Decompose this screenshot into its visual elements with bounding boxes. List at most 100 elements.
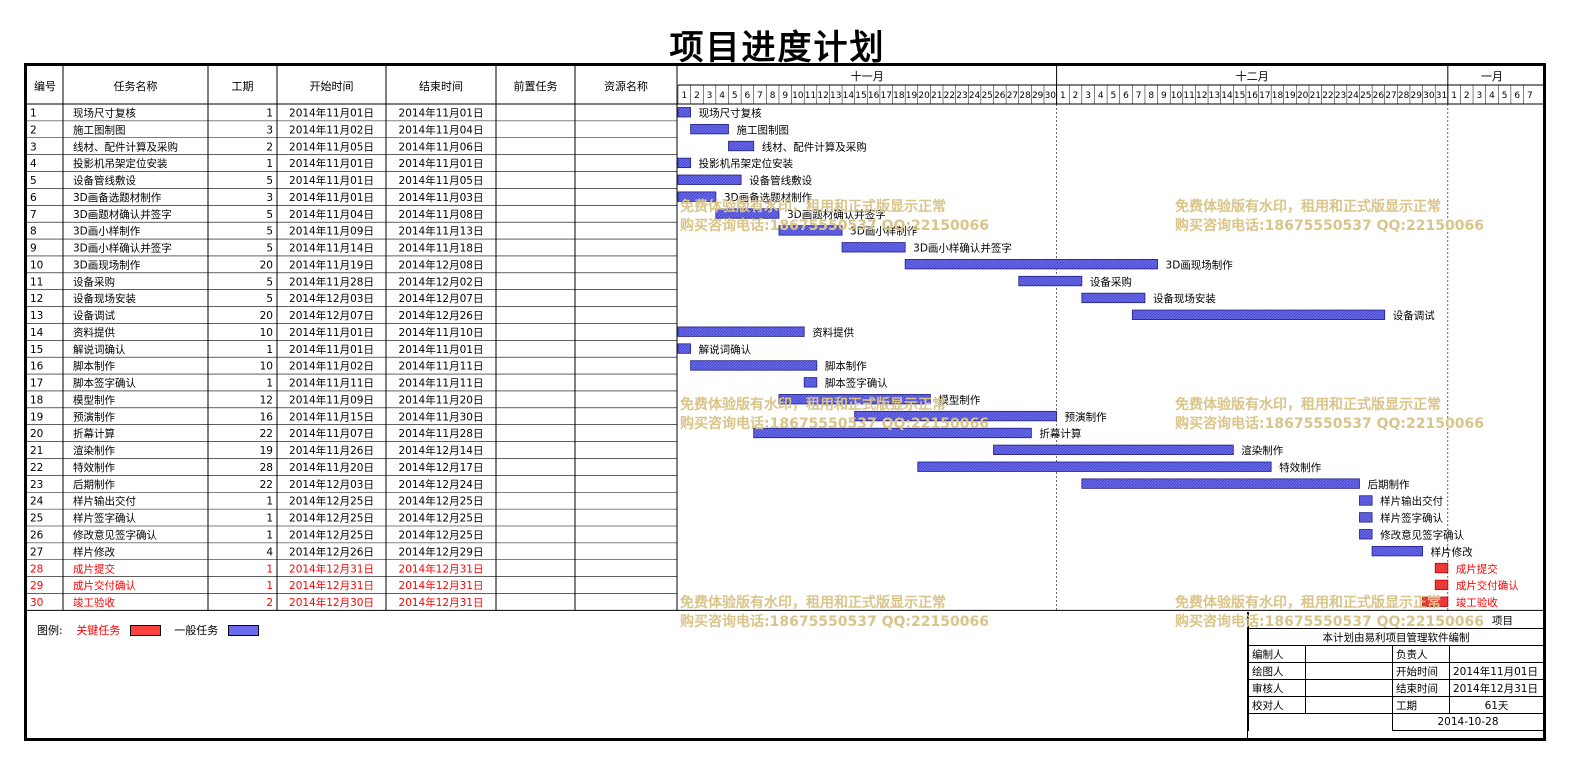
- day-tick-label: 21: [1310, 91, 1321, 101]
- task-id: 10: [30, 259, 43, 271]
- page-title: 项目进度计划: [669, 28, 886, 68]
- task-duration: 3: [266, 192, 273, 204]
- task-name: 成片提交: [73, 562, 115, 575]
- watermark-line2: 购买咨询电话:18675550537 QQ:22150066: [680, 416, 989, 432]
- gantt-bar: [993, 444, 1234, 456]
- task-start: 2014年11月26日: [289, 444, 374, 457]
- task-start: 2014年12月30日: [289, 596, 374, 609]
- info-start-label: 开始时间: [1392, 662, 1450, 680]
- task-start: 2014年11月09日: [289, 225, 374, 238]
- watermark-line1: 免费体验版有水印，租用和正式版显示正常: [680, 595, 946, 611]
- task-duration: 5: [266, 243, 273, 255]
- task-start: 2014年11月01日: [289, 107, 374, 120]
- gantt-bar-label: 样片签字确认: [1380, 512, 1443, 525]
- gantt-bar: [1081, 292, 1146, 304]
- gantt-bar-label: 资料提供: [812, 326, 854, 339]
- task-name: 投影机吊架定位安装: [73, 157, 168, 170]
- gantt-bar-label: 施工图制图: [736, 123, 789, 136]
- day-tick-label: 28: [1398, 91, 1410, 101]
- gantt-bar-label: 竣工验收: [1456, 596, 1498, 609]
- task-name: 折幕计算: [73, 427, 115, 440]
- info-reviewer: [1305, 679, 1393, 697]
- task-start: 2014年12月03日: [289, 292, 374, 305]
- day-tick-label: 7: [1136, 91, 1142, 101]
- task-duration: 28: [260, 462, 273, 474]
- task-start: 2014年11月07日: [289, 427, 374, 440]
- watermark: 免费体验版有水印，租用和正式版显示正常购买咨询电话:18675550537 QQ…: [1175, 198, 1484, 236]
- day-tick-label: 28: [1019, 91, 1031, 101]
- task-end: 2014年12月26日: [399, 309, 484, 322]
- task-id: 13: [30, 310, 43, 322]
- day-tick-label: 5: [732, 91, 738, 101]
- gantt-bar-label: 样片输出交付: [1380, 495, 1443, 508]
- task-name: 模型制作: [73, 393, 115, 406]
- gantt-bar-label: 解说词确认: [699, 343, 752, 356]
- task-end: 2014年11月03日: [399, 191, 484, 204]
- task-name: 3D画小样制作: [73, 225, 141, 238]
- watermark-line2: 购买咨询电话:18675550537 QQ:22150066: [680, 218, 989, 234]
- watermark: 免费体验版有水印，租用和正式版显示正常购买咨询电话:18675550537 QQ…: [680, 198, 989, 236]
- task-start: 2014年11月01日: [289, 157, 374, 170]
- task-name: 脚本制作: [73, 360, 115, 373]
- task-name: 渲染制作: [73, 444, 115, 457]
- task-duration: 22: [260, 428, 273, 440]
- task-duration: 1: [266, 563, 273, 575]
- gantt-bar-label: 现场尺寸复核: [699, 107, 762, 120]
- watermark-line2: 购买咨询电话:18675550537 QQ:22150066: [1175, 218, 1484, 234]
- gantt-bar-label: 3D画小样确认并签字: [913, 242, 1012, 255]
- task-duration: 5: [266, 293, 273, 305]
- gantt-bar: [690, 360, 818, 371]
- gantt-bar-label: 后期制作: [1367, 478, 1409, 491]
- day-tick-label: 14: [1221, 91, 1233, 101]
- info-checker-label: 校对人: [1248, 696, 1306, 714]
- task-duration: 5: [266, 226, 273, 238]
- watermark-line2: 购买咨询电话:18675550537 QQ:22150066: [680, 614, 989, 630]
- gantt-bar: [677, 191, 717, 202]
- gantt-bar: [1359, 529, 1373, 540]
- task-name: 修改意见签字确认: [73, 529, 157, 542]
- gantt-bar: [1422, 596, 1449, 607]
- day-tick-label: 20: [918, 91, 930, 101]
- task-name: 施工图制图: [73, 123, 126, 136]
- day-tick-label: 6: [1123, 91, 1129, 101]
- gantt-bar: [1434, 562, 1449, 574]
- watermark-line1: 免费体验版有水印，租用和正式版显示正常: [680, 199, 946, 215]
- task-duration: 2: [266, 141, 273, 153]
- legend-critical-label: 关键任务: [76, 624, 121, 637]
- gantt-bar: [1359, 512, 1373, 523]
- gantt-bar-label: 特效制作: [1279, 461, 1321, 474]
- task-id: 24: [30, 496, 44, 508]
- task-end: 2014年12月29日: [399, 545, 484, 558]
- task-name: 设备调试: [73, 309, 115, 322]
- gantt-bar: [1359, 495, 1373, 506]
- gantt-bar-label: 模型制作: [938, 393, 980, 406]
- gantt-bar: [841, 242, 906, 253]
- gantt-bar: [677, 107, 692, 118]
- task-start: 2014年11月01日: [289, 174, 374, 187]
- day-tick-label: 9: [782, 91, 788, 101]
- task-id: 29: [30, 580, 43, 592]
- day-tick-label: 2: [1464, 91, 1470, 101]
- task-id: 19: [30, 411, 43, 423]
- task-name: 后期制作: [73, 478, 115, 491]
- task-start: 2014年11月19日: [289, 258, 374, 271]
- day-tick-label: 22: [1322, 91, 1333, 101]
- day-tick-label: 30: [1045, 91, 1057, 101]
- task-start: 2014年11月28日: [289, 275, 374, 288]
- info-end: 2014年12月31日: [1449, 679, 1544, 697]
- day-tick-label: 30: [1423, 91, 1435, 101]
- day-tick-label: 25: [981, 91, 992, 101]
- task-id: 16: [30, 361, 44, 373]
- task-start: 2014年12月25日: [289, 529, 374, 542]
- gantt-bar: [803, 377, 818, 388]
- day-tick-label: 6: [745, 91, 751, 101]
- task-name: 线材、配件计算及采购: [73, 140, 178, 153]
- task-start: 2014年11月01日: [289, 191, 374, 204]
- task-start: 2014年11月04日: [289, 208, 374, 221]
- task-name: 设备管线敷设: [73, 174, 136, 187]
- task-id: 5: [30, 175, 37, 187]
- task-start: 2014年12月31日: [289, 579, 374, 592]
- task-duration: 1: [266, 344, 273, 356]
- gantt-bar-label: 样片修改: [1431, 545, 1473, 558]
